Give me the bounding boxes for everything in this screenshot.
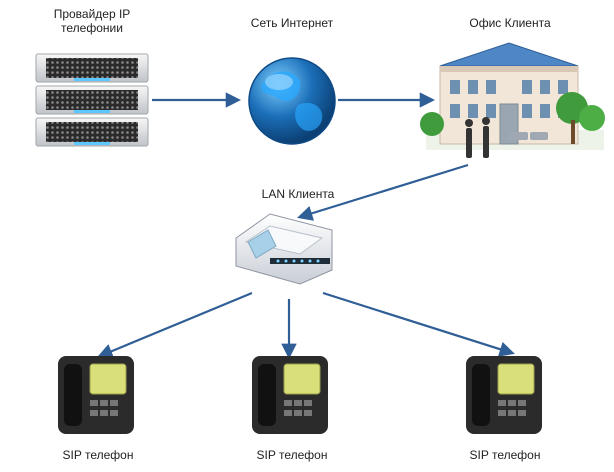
phone-1-label: SIP телефон	[62, 448, 134, 462]
arrow-lan-to-phone1	[97, 291, 253, 359]
tree-icon	[420, 92, 605, 144]
internet-label: Сеть Интернет	[250, 16, 334, 30]
server-rack-icon	[35, 53, 149, 147]
provider-label: Провайдер IP телефонии	[53, 7, 131, 35]
arrow-office-to-lan	[297, 163, 469, 221]
phone-3-label: SIP телефон	[469, 448, 541, 462]
arrow-lan-to-phone3	[322, 291, 515, 357]
connection-arrows	[97, 92, 515, 360]
sip-phone-3	[466, 356, 542, 434]
office-label: Офис Клиента	[469, 16, 551, 30]
globe-icon	[248, 57, 336, 145]
router-ports	[276, 259, 320, 263]
server-unit	[35, 117, 149, 147]
phone-2-label: SIP телефон	[256, 448, 328, 462]
people-icon	[465, 117, 490, 158]
server-unit	[35, 53, 149, 83]
server-unit	[35, 85, 149, 115]
car-icon	[510, 132, 548, 140]
sip-phone-2	[252, 356, 328, 434]
sip-phone-1	[58, 356, 134, 434]
router-icon	[235, 213, 333, 285]
office-building-icon	[420, 42, 605, 158]
lan-label: LAN Клиента	[261, 187, 335, 201]
